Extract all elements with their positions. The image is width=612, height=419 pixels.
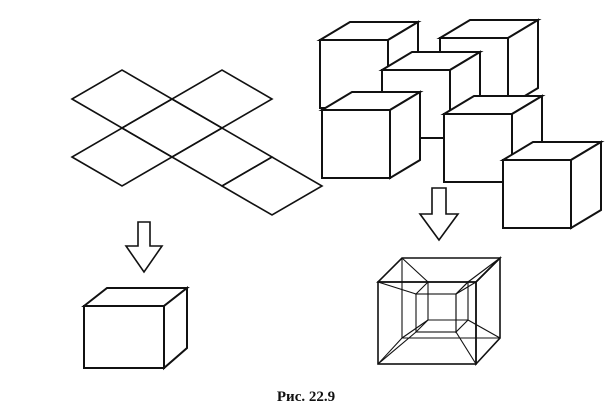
- net-face-1: [70, 69, 174, 129]
- net-face-2: [120, 98, 224, 158]
- figure-caption: Рис. 22.9: [276, 389, 336, 405]
- net-cube-6: [318, 90, 424, 180]
- down-arrow-left: [124, 221, 164, 274]
- cube-net: [70, 69, 324, 216]
- folded-cube: [81, 285, 190, 371]
- net-face-3: [170, 127, 274, 187]
- tesseract-net: [316, 18, 605, 230]
- net-face-4: [220, 156, 324, 216]
- net-face-5: [70, 127, 174, 187]
- net-cube-8: [499, 140, 605, 230]
- net-face-6: [170, 69, 274, 129]
- down-arrow-right: [418, 187, 460, 242]
- tesseract-projection: [376, 256, 502, 367]
